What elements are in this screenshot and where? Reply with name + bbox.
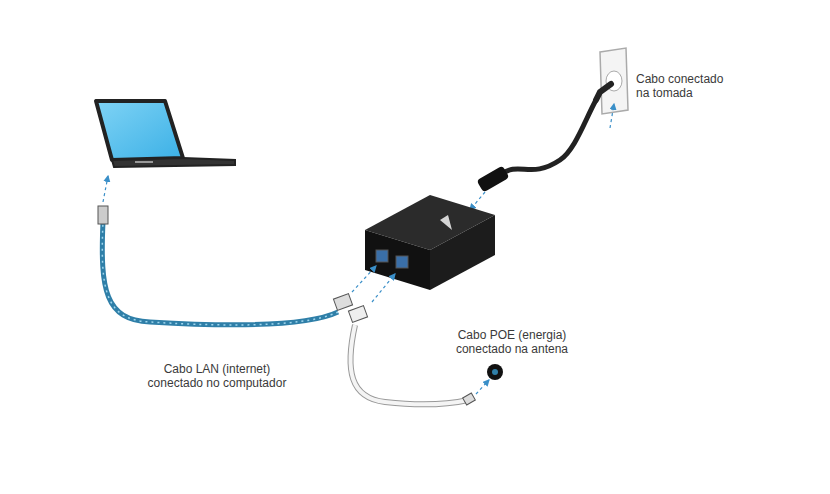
poe-plug [348, 306, 367, 323]
antenna-port [487, 364, 503, 380]
callout-label: Cabo conectado na tomada [636, 72, 736, 100]
lan-cable [102, 222, 338, 325]
power-plug [477, 165, 510, 192]
power-cable [500, 100, 596, 175]
callout-label: Cabo POE (energia) conectado na antena [440, 328, 584, 356]
poe-cable [350, 325, 468, 404]
laptop [96, 101, 235, 167]
lan-plug [98, 206, 108, 224]
lan-plug [333, 294, 352, 311]
callout-label: Cabo LAN (internet) conectado no computa… [138, 362, 296, 390]
poe-injector [365, 195, 495, 290]
wall-outlet [596, 48, 628, 114]
poe-plug [463, 393, 476, 405]
